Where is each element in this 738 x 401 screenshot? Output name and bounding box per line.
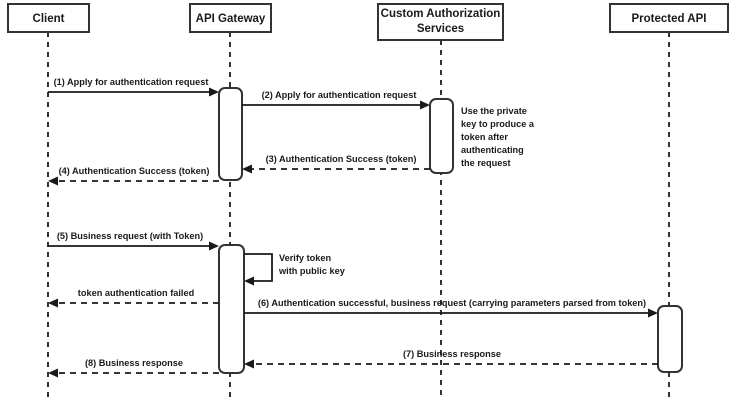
arrowhead-message-8 (48, 368, 58, 378)
message-token-authentication-failed-label: token authentication failed (78, 288, 194, 298)
participant-label-custom-authorization-services-line1: Custom Authorization (381, 8, 501, 20)
arrowhead-message-3 (242, 164, 252, 174)
note-private-key: Use the private key to produce a token a… (461, 106, 535, 168)
activation-protected-api (657, 305, 683, 373)
participant-label-protected-api: Protected API (632, 13, 707, 25)
message-3[interactable]: (3) Authentication Success (token) (242, 154, 430, 174)
arrowhead-message-6 (648, 308, 658, 318)
activation-custom-authorization-services (429, 98, 454, 174)
message-3-label: (3) Authentication Success (token) (266, 154, 417, 164)
message-4[interactable]: (4) Authentication Success (token) (48, 166, 219, 186)
message-2[interactable]: (2) Apply for authentication request (242, 90, 430, 110)
arrowhead-self-message-verify-token (244, 276, 254, 286)
message-4-label: (4) Authentication Success (token) (59, 166, 210, 176)
message-token-authentication-failed[interactable]: token authentication failed (48, 288, 219, 308)
arrowhead-message-4 (48, 176, 58, 186)
note-private-key-line-5: the request (461, 158, 511, 168)
note-private-key-line-4: authenticating (461, 145, 524, 155)
message-5[interactable]: (5) Business request (with Token) (48, 231, 219, 251)
message-8[interactable]: (8) Business response (48, 358, 219, 378)
message-7-label: (7) Business response (403, 349, 501, 359)
participant-label-custom-authorization-services-line2: Services (417, 23, 464, 35)
message-6-label: (6) Authentication successful, business … (258, 298, 646, 308)
arrowhead-message-5 (209, 241, 219, 251)
activation-api-gateway-business (218, 244, 245, 374)
arrowhead-message-7 (244, 359, 254, 369)
participant-header-protected-api[interactable]: Protected API (609, 3, 729, 33)
message-6[interactable]: (6) Authentication successful, business … (244, 298, 658, 318)
note-private-key-line-2: key to produce a (461, 119, 535, 129)
message-2-label: (2) Apply for authentication request (262, 90, 417, 100)
self-message-verify-token-line-2: with public key (278, 266, 346, 276)
message-1-label: (1) Apply for authentication request (54, 77, 209, 87)
message-1[interactable]: (1) Apply for authentication request (48, 77, 219, 97)
note-private-key-line-3: token after (461, 132, 508, 142)
message-5-label: (5) Business request (with Token) (57, 231, 203, 241)
arrowhead-message-2 (420, 100, 430, 110)
arrowhead-message-token-authentication-failed (48, 298, 58, 308)
self-message-verify-token[interactable]: Verify token with public key (244, 253, 346, 286)
participant-header-custom-authorization-services[interactable]: Custom Authorization Services (377, 3, 504, 41)
message-8-label: (8) Business response (85, 358, 183, 368)
activation-api-gateway-auth (218, 87, 243, 181)
participant-header-api-gateway[interactable]: API Gateway (189, 3, 272, 33)
note-private-key-line-1: Use the private (461, 106, 527, 116)
participant-label-client: Client (33, 13, 65, 25)
participant-label-api-gateway: API Gateway (196, 13, 266, 25)
message-7[interactable]: (7) Business response (244, 349, 658, 369)
participant-header-client[interactable]: Client (7, 3, 90, 33)
arrowhead-message-1 (209, 87, 219, 97)
self-message-verify-token-line-1: Verify token (279, 253, 331, 263)
